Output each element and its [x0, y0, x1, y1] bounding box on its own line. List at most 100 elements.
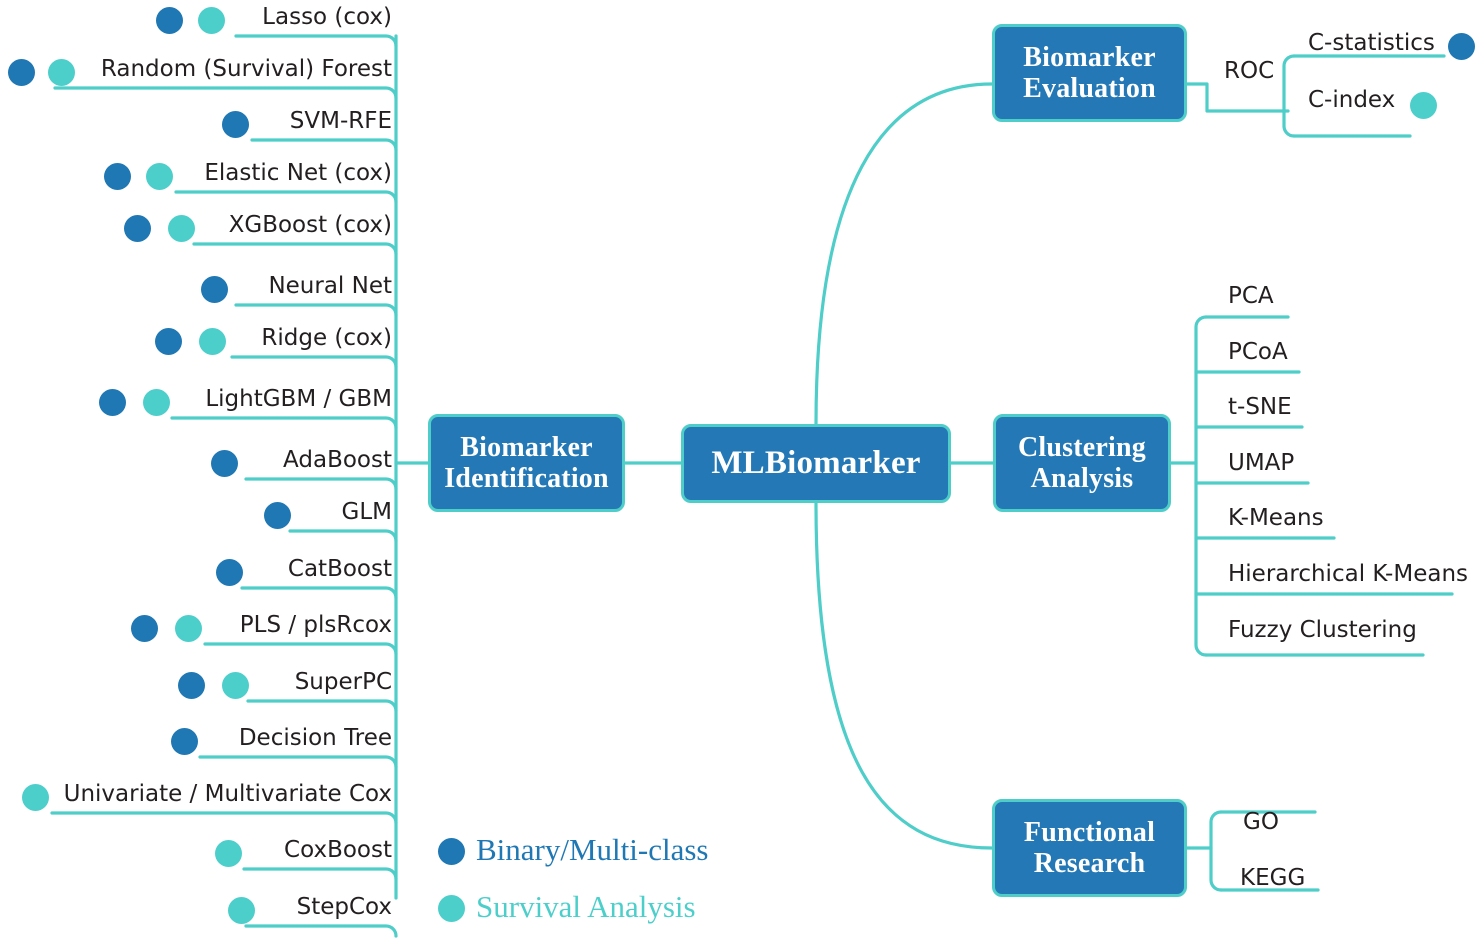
leaf-t-sne-label: t-SNE	[1228, 394, 1292, 420]
leaf-lasso-cox-label: Lasso (cox)	[262, 4, 392, 30]
marker-survival-icon	[1410, 92, 1437, 119]
leaf-ridge-cox[interactable]: Ridge (cox)	[0, 325, 392, 351]
leaf-stepcox[interactable]: StepCox	[0, 894, 392, 920]
marker-survival-icon	[222, 672, 249, 699]
marker-binary-icon	[211, 450, 238, 477]
leaf-glm[interactable]: GLM	[0, 499, 392, 525]
leaf-umap[interactable]: UMAP	[1228, 450, 1294, 476]
legend-binary-icon	[438, 838, 465, 865]
leaf-neural-net-label: Neural Net	[268, 273, 392, 299]
leaf-pcoa-label: PCoA	[1228, 339, 1288, 365]
leaf-glm-label: GLM	[341, 499, 392, 525]
leaf-lightgbm-gbm-label: LightGBM / GBM	[205, 386, 392, 412]
leaf-hierarchical-k-means[interactable]: Hierarchical K-Means	[1228, 561, 1468, 587]
marker-binary-icon	[156, 7, 183, 34]
leaf-random-survival-forest-label: Random (Survival) Forest	[100, 56, 392, 82]
node-mlbiomarker[interactable]: MLBiomarker	[681, 424, 951, 503]
marker-binary-icon	[104, 163, 131, 190]
marker-survival-icon	[168, 215, 195, 242]
marker-binary-icon	[216, 559, 243, 586]
node-clustering-analysis[interactable]: Clustering Analysis	[993, 414, 1171, 512]
leaf-pca-label: PCA	[1228, 283, 1274, 309]
node-biomarker-evaluation-line1: Biomarker	[1023, 41, 1156, 73]
node-biomarker-identification-line1: Biomarker	[460, 431, 593, 463]
node-biomarker-evaluation[interactable]: Biomarker Evaluation	[992, 24, 1187, 122]
marker-binary-icon	[222, 111, 249, 138]
marker-binary-icon	[1448, 33, 1475, 60]
node-biomarker-identification-line2: Identification	[444, 463, 609, 494]
node-clustering-analysis-line2: Analysis	[1030, 463, 1134, 494]
leaf-kegg[interactable]: KEGG	[1240, 865, 1305, 891]
leaf-decision-tree-label: Decision Tree	[238, 725, 392, 751]
leaf-catboost-label: CatBoost	[287, 556, 392, 582]
leaf-go[interactable]: GO	[1243, 809, 1279, 835]
node-functional-research-line1: Functional	[1023, 816, 1156, 848]
leaf-coxboost[interactable]: CoxBoost	[0, 837, 392, 863]
marker-survival-icon	[48, 59, 75, 86]
node-functional-research[interactable]: Functional Research	[992, 799, 1187, 897]
marker-survival-icon	[143, 389, 170, 416]
marker-survival-icon	[215, 840, 242, 867]
node-clustering-analysis-line1: Clustering	[1018, 431, 1146, 463]
leaf-lightgbm-gbm[interactable]: LightGBM / GBM	[0, 386, 392, 412]
leaf-neural-net[interactable]: Neural Net	[0, 273, 392, 299]
marker-survival-icon	[146, 163, 173, 190]
leaf-c-index[interactable]: C-index	[1308, 87, 1395, 113]
marker-binary-icon	[99, 389, 126, 416]
leaf-adaboost[interactable]: AdaBoost	[0, 447, 392, 473]
leaf-svm-rfe-label: SVM-RFE	[289, 108, 392, 134]
node-biomarker-identification[interactable]: Biomarker Identification	[428, 414, 625, 512]
leaf-ridge-cox-label: Ridge (cox)	[261, 325, 392, 351]
leaf-go-label: GO	[1243, 809, 1279, 835]
leaf-xgboost-cox[interactable]: XGBoost (cox)	[0, 212, 392, 238]
marker-survival-icon	[199, 328, 226, 355]
legend-survival-label: Survival Analysis	[476, 889, 696, 924]
legend-binary-label: Binary/Multi-class	[476, 832, 709, 867]
marker-survival-icon	[22, 784, 49, 811]
leaf-kegg-label: KEGG	[1240, 865, 1306, 891]
node-mlbiomarker-label: MLBiomarker	[711, 445, 921, 482]
leaf-catboost[interactable]: CatBoost	[0, 556, 392, 582]
leaf-roc[interactable]: ROC	[1224, 58, 1274, 84]
leaf-c-statistics[interactable]: C-statistics	[1308, 30, 1435, 56]
marker-binary-icon	[171, 728, 198, 755]
leaf-decision-tree[interactable]: Decision Tree	[0, 725, 392, 751]
leaf-elastic-net-cox-label: Elastic Net (cox)	[204, 160, 392, 186]
leaf-xgboost-cox-label: XGBoost (cox)	[228, 212, 392, 238]
leaf-fuzzy-clustering[interactable]: Fuzzy Clustering	[1228, 617, 1417, 643]
marker-survival-icon	[228, 897, 255, 924]
marker-survival-icon	[175, 615, 202, 642]
node-biomarker-evaluation-line2: Evaluation	[1023, 73, 1156, 104]
leaf-k-means-label: K-Means	[1228, 505, 1324, 531]
leaf-svm-rfe[interactable]: SVM-RFE	[0, 108, 392, 134]
marker-binary-icon	[155, 328, 182, 355]
marker-binary-icon	[264, 502, 291, 529]
leaf-univariate-multivariate-cox-label: Univariate / Multivariate Cox	[63, 781, 392, 807]
leaf-pls-plsrcox[interactable]: PLS / plsRcox	[0, 612, 392, 638]
leaf-k-means[interactable]: K-Means	[1228, 505, 1324, 531]
leaf-elastic-net-cox[interactable]: Elastic Net (cox)	[0, 160, 392, 186]
marker-binary-icon	[124, 215, 151, 242]
leaf-pls-plsrcox-label: PLS / plsRcox	[239, 612, 392, 638]
marker-binary-icon	[131, 615, 158, 642]
leaf-superpc[interactable]: SuperPC	[0, 669, 392, 695]
leaf-coxboost-label: CoxBoost	[284, 837, 392, 863]
leaf-c-statistics-label: C-statistics	[1308, 30, 1435, 56]
leaf-superpc-label: SuperPC	[294, 669, 392, 695]
leaf-roc-label: ROC	[1224, 58, 1275, 84]
leaf-random-survival-forest[interactable]: Random (Survival) Forest	[0, 56, 392, 82]
marker-survival-icon	[198, 7, 225, 34]
leaf-umap-label: UMAP	[1228, 450, 1295, 476]
marker-binary-icon	[178, 672, 205, 699]
leaf-pcoa[interactable]: PCoA	[1228, 339, 1288, 365]
leaf-pca[interactable]: PCA	[1228, 283, 1274, 309]
leaf-univariate-multivariate-cox[interactable]: Univariate / Multivariate Cox	[0, 781, 392, 807]
leaf-adaboost-label: AdaBoost	[283, 447, 392, 473]
leaf-fuzzy-clustering-label: Fuzzy Clustering	[1228, 617, 1417, 643]
legend-survival-icon	[438, 895, 465, 922]
leaf-lasso-cox[interactable]: Lasso (cox)	[0, 4, 392, 30]
leaf-c-index-label: C-index	[1308, 87, 1396, 113]
leaf-t-sne[interactable]: t-SNE	[1228, 394, 1292, 420]
marker-binary-icon	[201, 276, 228, 303]
